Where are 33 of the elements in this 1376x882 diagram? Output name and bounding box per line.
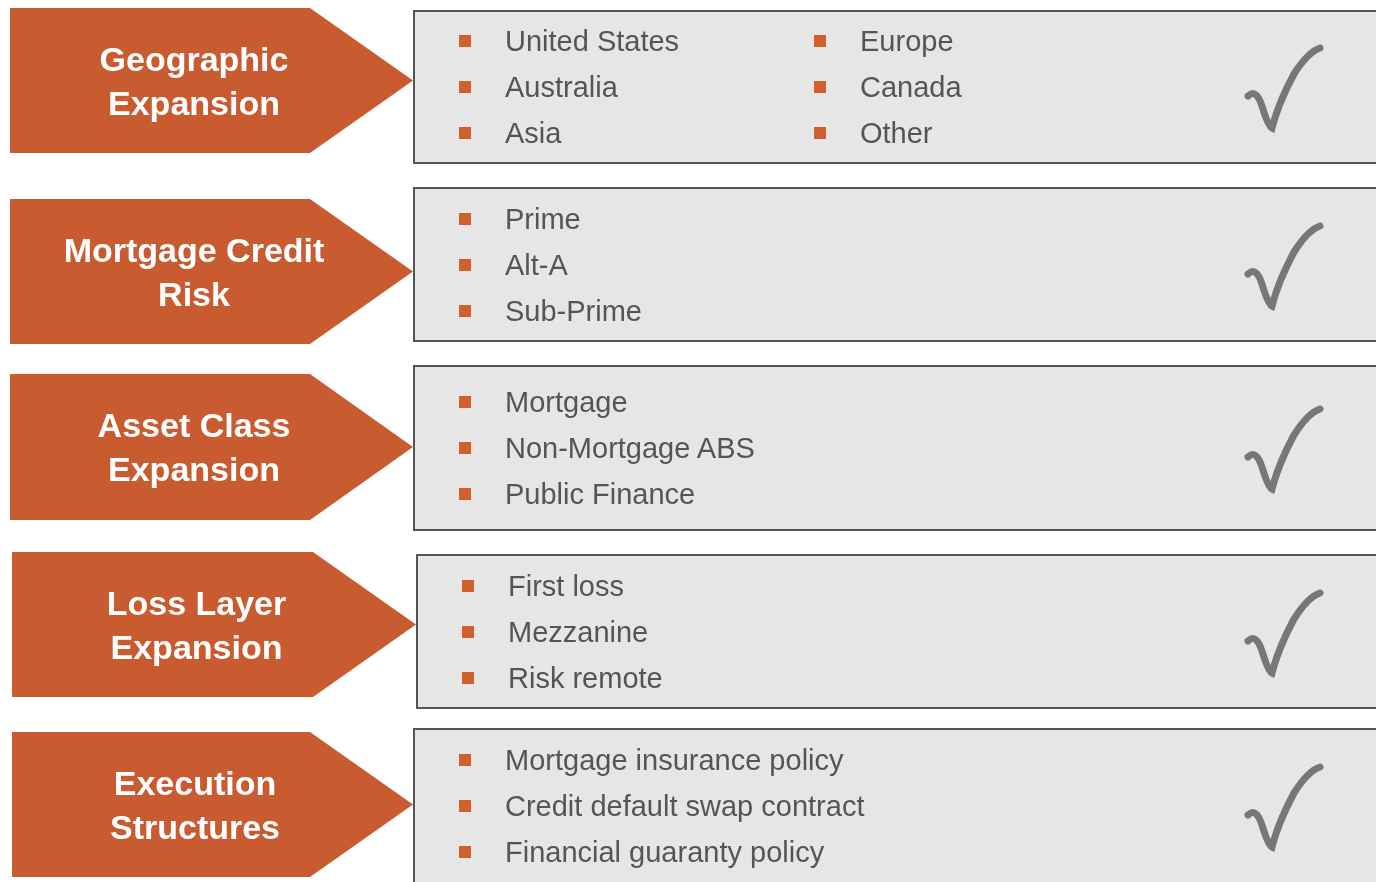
list-item: Risk remote <box>508 660 663 695</box>
chevron-label: Loss Layer Expansion <box>105 582 288 668</box>
list-item: United States <box>505 24 680 58</box>
pentagon-banner <box>12 552 416 697</box>
list-panel <box>413 187 1376 342</box>
list-item: Alt-A <box>505 247 568 282</box>
list-item: Sub-Prime <box>505 293 642 328</box>
chevron-label: Execution Structures <box>108 762 282 848</box>
list-panel <box>416 554 1376 709</box>
list-panel <box>413 365 1376 531</box>
pentagon-banner <box>12 732 413 877</box>
list-item: Mortgage <box>505 385 628 419</box>
chevron-label: Mortgage Credit Risk <box>62 229 326 315</box>
pentagon-banner <box>10 199 413 344</box>
chevron-label: Geographic Expansion <box>98 38 290 124</box>
list-item: Australia <box>505 70 618 104</box>
list-item: Asia <box>505 116 562 150</box>
pentagon-banner <box>10 8 413 153</box>
list-item: Public Finance <box>505 477 696 511</box>
list-item: Europe <box>860 24 954 58</box>
list-item: Mortgage insurance policy <box>505 743 844 777</box>
list-item: Financial guaranty policy <box>505 835 825 869</box>
list-item: First loss <box>508 568 624 603</box>
chevron-label: Asset Class Expansion <box>96 405 292 490</box>
list-panel <box>413 10 1376 164</box>
list-item: Other <box>860 116 933 150</box>
list-item: Credit default swap contract <box>505 789 865 823</box>
list-item: Mezzanine <box>508 614 649 649</box>
list-item: Prime <box>505 201 581 236</box>
list-item: Canada <box>860 70 962 104</box>
pentagon-banner <box>10 374 413 520</box>
list-item: Non-Mortgage ABS <box>505 431 755 465</box>
list-panel <box>413 728 1376 882</box>
